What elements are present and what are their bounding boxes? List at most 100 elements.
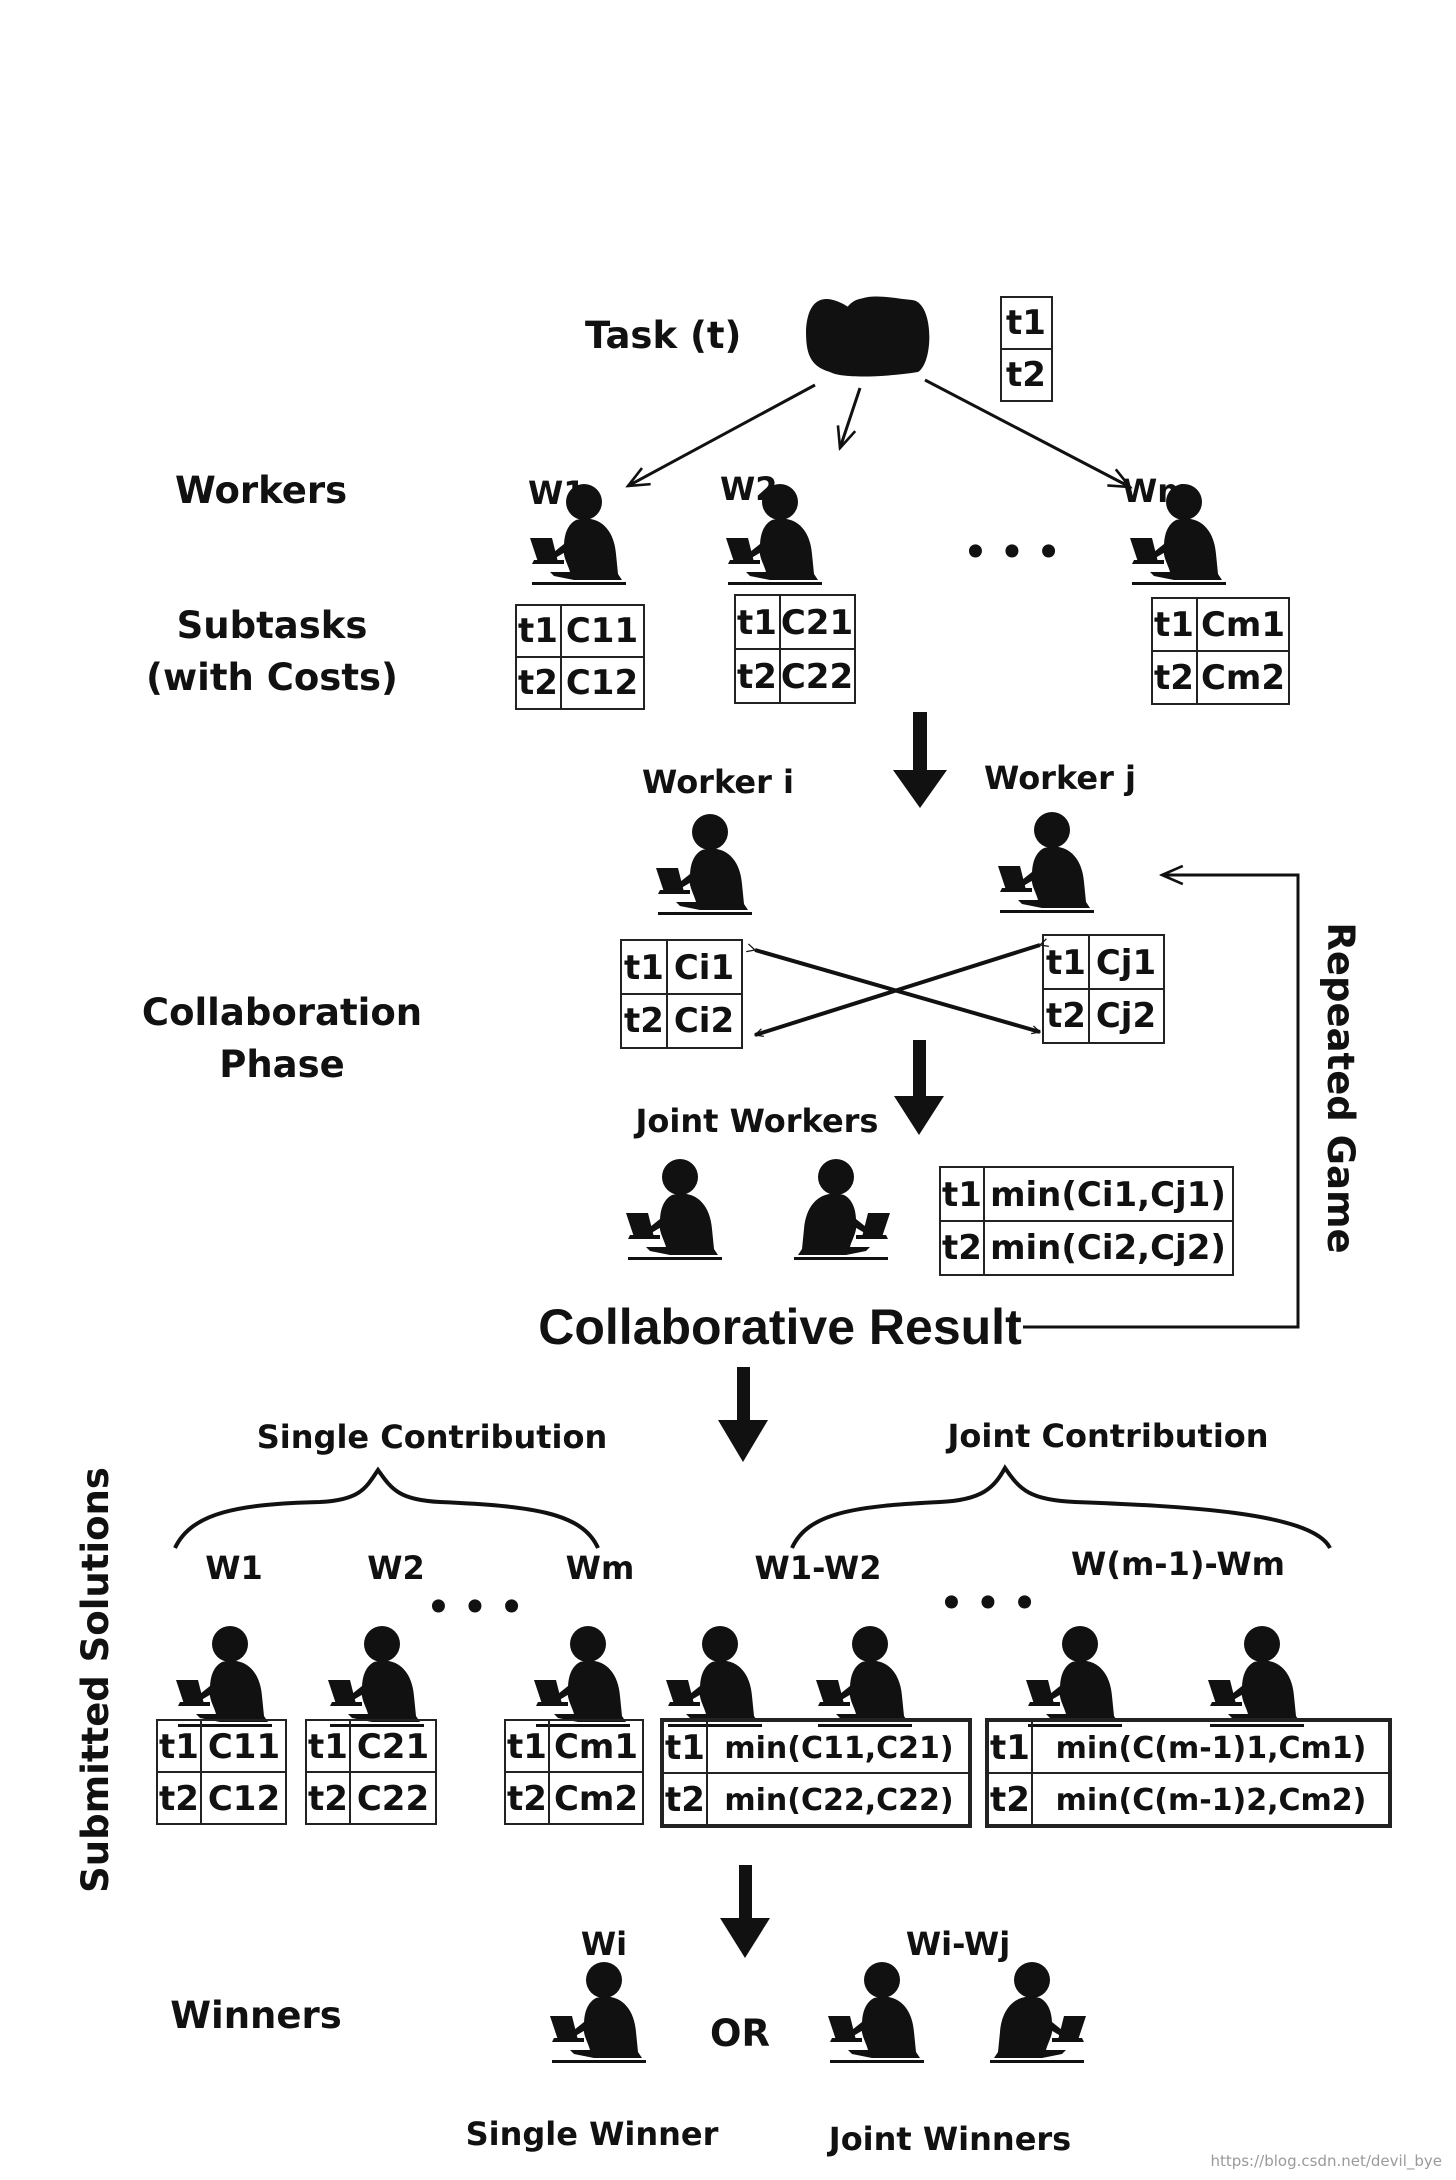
arrow-down-to-winners bbox=[720, 1865, 770, 1958]
row-label-subtasks-line2: (with Costs) bbox=[146, 656, 398, 699]
svg-text:Cm2: Cm2 bbox=[554, 1779, 638, 1819]
svg-text:t1: t1 bbox=[1046, 943, 1086, 983]
cost-table-wm: t1 t2 Cm1 Cm2 bbox=[1151, 597, 1290, 705]
row-label-collab-line2: Phase bbox=[219, 1043, 345, 1086]
collaborative-result-label: Collaborative Result bbox=[538, 1299, 1022, 1355]
submitted-wm1wm-left-icon bbox=[1026, 1626, 1122, 1727]
worker-i-label: Worker i bbox=[642, 763, 794, 801]
submitted-w1w2-left-icon bbox=[666, 1626, 762, 1727]
winner-joint-right-icon bbox=[990, 1962, 1086, 2063]
workers-ellipsis: • • • bbox=[964, 531, 1061, 574]
joint-contribution-label: Joint Contribution bbox=[945, 1417, 1268, 1455]
row-label-subtasks-line1: Subtasks bbox=[177, 604, 368, 647]
svg-text:C11: C11 bbox=[208, 1727, 280, 1767]
svg-text:min(C22,C22): min(C22,C22) bbox=[724, 1783, 953, 1818]
svg-text:t2: t2 bbox=[624, 1001, 664, 1041]
row-label-submitted: Submitted Solutions bbox=[74, 1467, 117, 1893]
arrow-task-to-w1 bbox=[628, 383, 816, 486]
submitted-joint-ellipsis: • • • bbox=[940, 1582, 1037, 1625]
cost-i-t1: Ci1 bbox=[674, 948, 734, 988]
worker-j-icon bbox=[998, 812, 1094, 913]
submitted-w2-icon bbox=[328, 1626, 424, 1727]
submitted-table-w2: t1 t2 C21 C22 bbox=[305, 1719, 437, 1825]
cost-w2-t1: C21 bbox=[781, 603, 853, 643]
cost-table-worker-i: t1 t2 Ci1 Ci2 bbox=[620, 939, 743, 1049]
svg-text:t1: t1 bbox=[624, 948, 664, 988]
submitted-table-w1-w2: t1 t2 min(C11,C21) min(C22,C22) bbox=[660, 1718, 972, 1828]
joint-contribution-brace bbox=[790, 1464, 1332, 1550]
winner-single-name: Wi bbox=[581, 1925, 627, 1963]
cost-j-t2: Cj2 bbox=[1096, 996, 1156, 1036]
submitted-w1w2-right-icon bbox=[816, 1626, 912, 1727]
cost-wm-t1: Cm1 bbox=[1201, 605, 1285, 645]
svg-text:t2: t2 bbox=[507, 1779, 547, 1819]
joint-worker-right-icon bbox=[794, 1159, 890, 1260]
winner-single-icon bbox=[550, 1962, 646, 2063]
task-subtask-1: t1 bbox=[1006, 303, 1046, 343]
submitted-label-w1: W1 bbox=[205, 1549, 263, 1587]
cost-w1-t1: C11 bbox=[566, 611, 638, 651]
cost-i-t2: Ci2 bbox=[674, 1001, 734, 1041]
joint-worker-left-icon bbox=[626, 1159, 722, 1260]
svg-text:C12: C12 bbox=[208, 1779, 280, 1819]
winner-or-label: OR bbox=[710, 2012, 770, 2055]
cost-joint-t1: min(Ci1,Cj1) bbox=[990, 1175, 1226, 1215]
svg-text:t2: t2 bbox=[159, 1779, 199, 1819]
cost-w1-t2: C12 bbox=[566, 663, 638, 703]
task-briefcase-icon bbox=[806, 296, 930, 377]
submitted-label-wm1-wm: W(m-1)-Wm bbox=[1071, 1545, 1285, 1583]
winner-joint-caption: Joint Winners bbox=[827, 2120, 1071, 2158]
submitted-wm-icon bbox=[534, 1626, 630, 1727]
arrow-task-to-w2 bbox=[840, 387, 862, 448]
svg-text:t2: t2 bbox=[737, 657, 777, 697]
svg-text:C22: C22 bbox=[357, 1779, 429, 1819]
arrow-down-to-submitted bbox=[718, 1367, 768, 1462]
svg-text:t1: t1 bbox=[159, 1727, 199, 1767]
task-label: Task (t) bbox=[585, 314, 741, 357]
submitted-table-wm1-wm: t1 t2 min(C(m-1)1,Cm1) min(C(m-1)2,Cm2) bbox=[985, 1718, 1392, 1828]
svg-text:min(C(m-1)1,Cm1): min(C(m-1)1,Cm1) bbox=[1056, 1731, 1367, 1766]
winner-single-caption: Single Winner bbox=[466, 2115, 719, 2153]
cost-table-joint: t1 t2 min(Ci1,Cj1) min(Ci2,Cj2) bbox=[939, 1166, 1234, 1276]
svg-text:t2: t2 bbox=[518, 663, 558, 703]
arrow-task-to-wm bbox=[924, 378, 1130, 487]
single-contribution-brace bbox=[173, 1466, 600, 1549]
single-contribution-label: Single Contribution bbox=[257, 1418, 608, 1456]
svg-text:t1: t1 bbox=[737, 603, 777, 643]
cost-j-t1: Cj1 bbox=[1096, 943, 1156, 983]
row-label-collab-line1: Collaboration bbox=[142, 991, 422, 1034]
submitted-label-w1-w2: W1-W2 bbox=[755, 1549, 882, 1587]
arrow-down-to-collab bbox=[893, 712, 947, 808]
row-label-winners: Winners bbox=[170, 1994, 342, 2037]
svg-text:t1: t1 bbox=[518, 611, 558, 651]
svg-text:t1: t1 bbox=[1154, 605, 1194, 645]
submitted-label-w2: W2 bbox=[367, 1549, 425, 1587]
task-subtask-2: t2 bbox=[1006, 355, 1046, 395]
submitted-table-wm: t1 t2 Cm1 Cm2 bbox=[504, 1719, 644, 1825]
joint-workers-label: Joint Workers bbox=[634, 1102, 879, 1140]
svg-text:t2: t2 bbox=[942, 1228, 982, 1268]
svg-text:t1: t1 bbox=[942, 1175, 982, 1215]
svg-text:t2: t2 bbox=[990, 1780, 1030, 1820]
cost-wm-t2: Cm2 bbox=[1201, 658, 1285, 698]
submitted-single-ellipsis: • • • bbox=[427, 1586, 524, 1629]
svg-text:C21: C21 bbox=[357, 1727, 429, 1767]
svg-text:t2: t2 bbox=[308, 1779, 348, 1819]
exchange-arrow-j-to-i bbox=[755, 945, 1040, 1035]
arrow-down-to-joint bbox=[894, 1040, 944, 1135]
svg-text:min(C(m-1)2,Cm2): min(C(m-1)2,Cm2) bbox=[1056, 1783, 1367, 1818]
submitted-w1-icon bbox=[176, 1626, 272, 1727]
winner-joint-name: Wi-Wj bbox=[906, 1925, 1010, 1963]
svg-text:t1: t1 bbox=[308, 1727, 348, 1767]
cost-table-w1: t1 t2 C11 C12 bbox=[515, 604, 645, 710]
cost-w2-t2: C22 bbox=[781, 657, 853, 697]
svg-text:t1: t1 bbox=[990, 1728, 1030, 1768]
cost-table-worker-j: t1 t2 Cj1 Cj2 bbox=[1042, 934, 1165, 1044]
repeated-game-loop-arrow bbox=[1023, 875, 1300, 1329]
submitted-table-w1: t1 t2 C11 C12 bbox=[156, 1719, 287, 1825]
svg-text:Cm1: Cm1 bbox=[554, 1727, 638, 1767]
svg-text:t2: t2 bbox=[1154, 658, 1194, 698]
svg-text:min(C11,C21): min(C11,C21) bbox=[724, 1731, 953, 1766]
winner-joint-left-icon bbox=[828, 1962, 924, 2063]
